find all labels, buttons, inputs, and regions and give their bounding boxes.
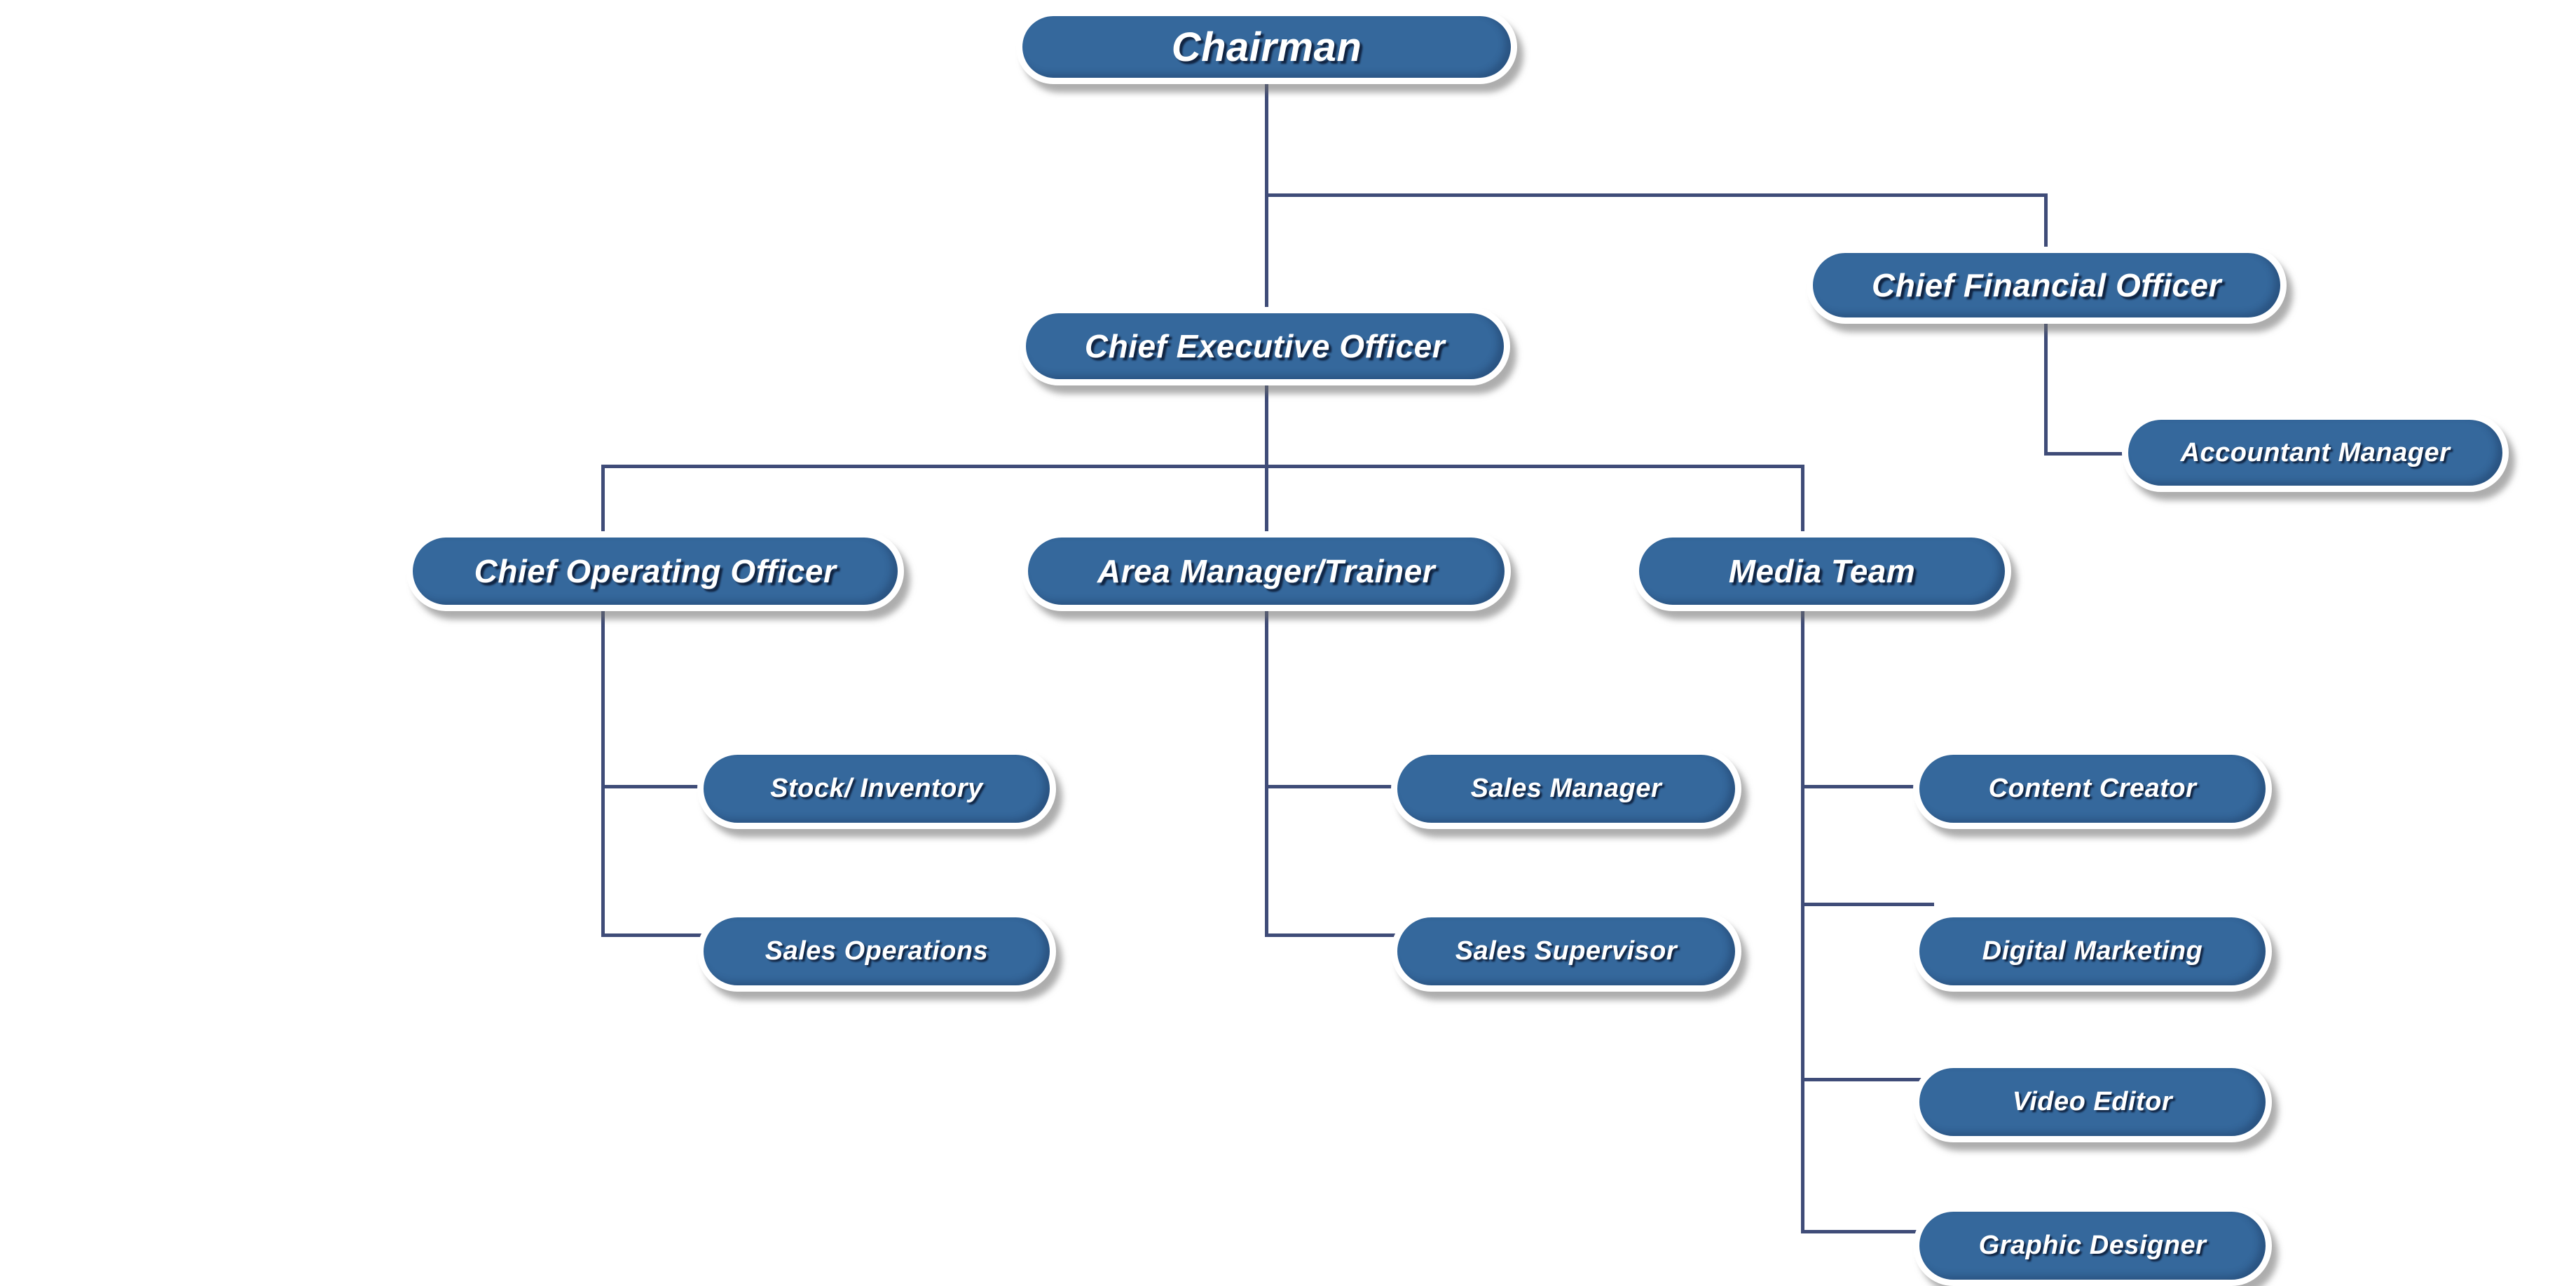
- node-chairman-label: Chairman: [1171, 24, 1362, 70]
- connector-accountant-branch: [2044, 452, 2142, 456]
- connector-media-rail: [1801, 610, 1804, 1233]
- node-content-creator-label: Content Creator: [1988, 774, 2197, 803]
- node-accountant-manager-label: Accountant Manager: [2180, 437, 2451, 467]
- node-accountant-manager: Accountant Manager: [2122, 413, 2509, 492]
- node-sales-supervisor: Sales Supervisor: [1391, 911, 1741, 992]
- node-sales-manager: Sales Manager: [1391, 748, 1741, 829]
- node-media-team-label: Media Team: [1728, 553, 1916, 589]
- node-graphic-designer-label: Graphic Designer: [1978, 1231, 2207, 1260]
- connector-cfo-drop: [2044, 193, 2048, 252]
- connector-chairman-split: [1265, 193, 2048, 197]
- node-coo-label: Chief Operating Officer: [474, 553, 837, 589]
- node-ceo-label: Chief Executive Officer: [1084, 328, 1446, 364]
- connector-ceo-drop: [1265, 382, 1268, 470]
- node-digital-marketing: Digital Marketing: [1913, 911, 2272, 992]
- node-stock-inventory: Stock/ Inventory: [697, 748, 1056, 829]
- connector-amt-rail: [1265, 610, 1268, 937]
- node-coo: Chief Operating Officer: [406, 531, 904, 611]
- node-sales-supervisor-label: Sales Supervisor: [1455, 936, 1678, 966]
- node-digital-marketing-label: Digital Marketing: [1982, 936, 2203, 966]
- node-area-manager-trainer: Area Manager/Trainer: [1022, 531, 1511, 611]
- node-media-team: Media Team: [1633, 531, 2011, 611]
- connector-salesmgr-branch: [1265, 785, 1405, 788]
- connector-media-drop: [1801, 465, 1804, 538]
- connector-cfo-rail: [2044, 322, 2048, 456]
- node-area-manager-trainer-label: Area Manager/Trainer: [1097, 553, 1436, 589]
- node-chairman: Chairman: [1016, 10, 1517, 84]
- node-video-editor: Video Editor: [1913, 1062, 2272, 1142]
- node-cfo: Chief Financial Officer: [1807, 247, 2287, 324]
- node-stock-inventory-label: Stock/ Inventory: [770, 774, 983, 803]
- node-content-creator: Content Creator: [1913, 748, 2272, 829]
- connector-digital-branch: [1801, 903, 1934, 906]
- connector-amt-drop: [1265, 465, 1268, 538]
- connector-ceo-children-rail: [601, 465, 1804, 468]
- connector-stock-branch: [601, 785, 713, 788]
- node-sales-operations: Sales Operations: [697, 911, 1056, 992]
- node-sales-manager-label: Sales Manager: [1470, 774, 1662, 803]
- connector-coo-drop: [601, 465, 605, 538]
- node-graphic-designer: Graphic Designer: [1913, 1205, 2272, 1286]
- node-video-editor-label: Video Editor: [2012, 1087, 2173, 1116]
- node-sales-operations-label: Sales Operations: [765, 936, 989, 966]
- connector-video-branch: [1801, 1078, 1934, 1081]
- node-ceo: Chief Executive Officer: [1020, 307, 1510, 385]
- connector-coo-rail: [601, 610, 605, 937]
- connector-salessup-branch: [1265, 933, 1405, 937]
- connector-salesops-branch: [601, 933, 713, 937]
- connector-content-branch: [1801, 785, 1934, 788]
- node-cfo-label: Chief Financial Officer: [1872, 267, 2221, 303]
- connector-graphic-branch: [1801, 1230, 1934, 1233]
